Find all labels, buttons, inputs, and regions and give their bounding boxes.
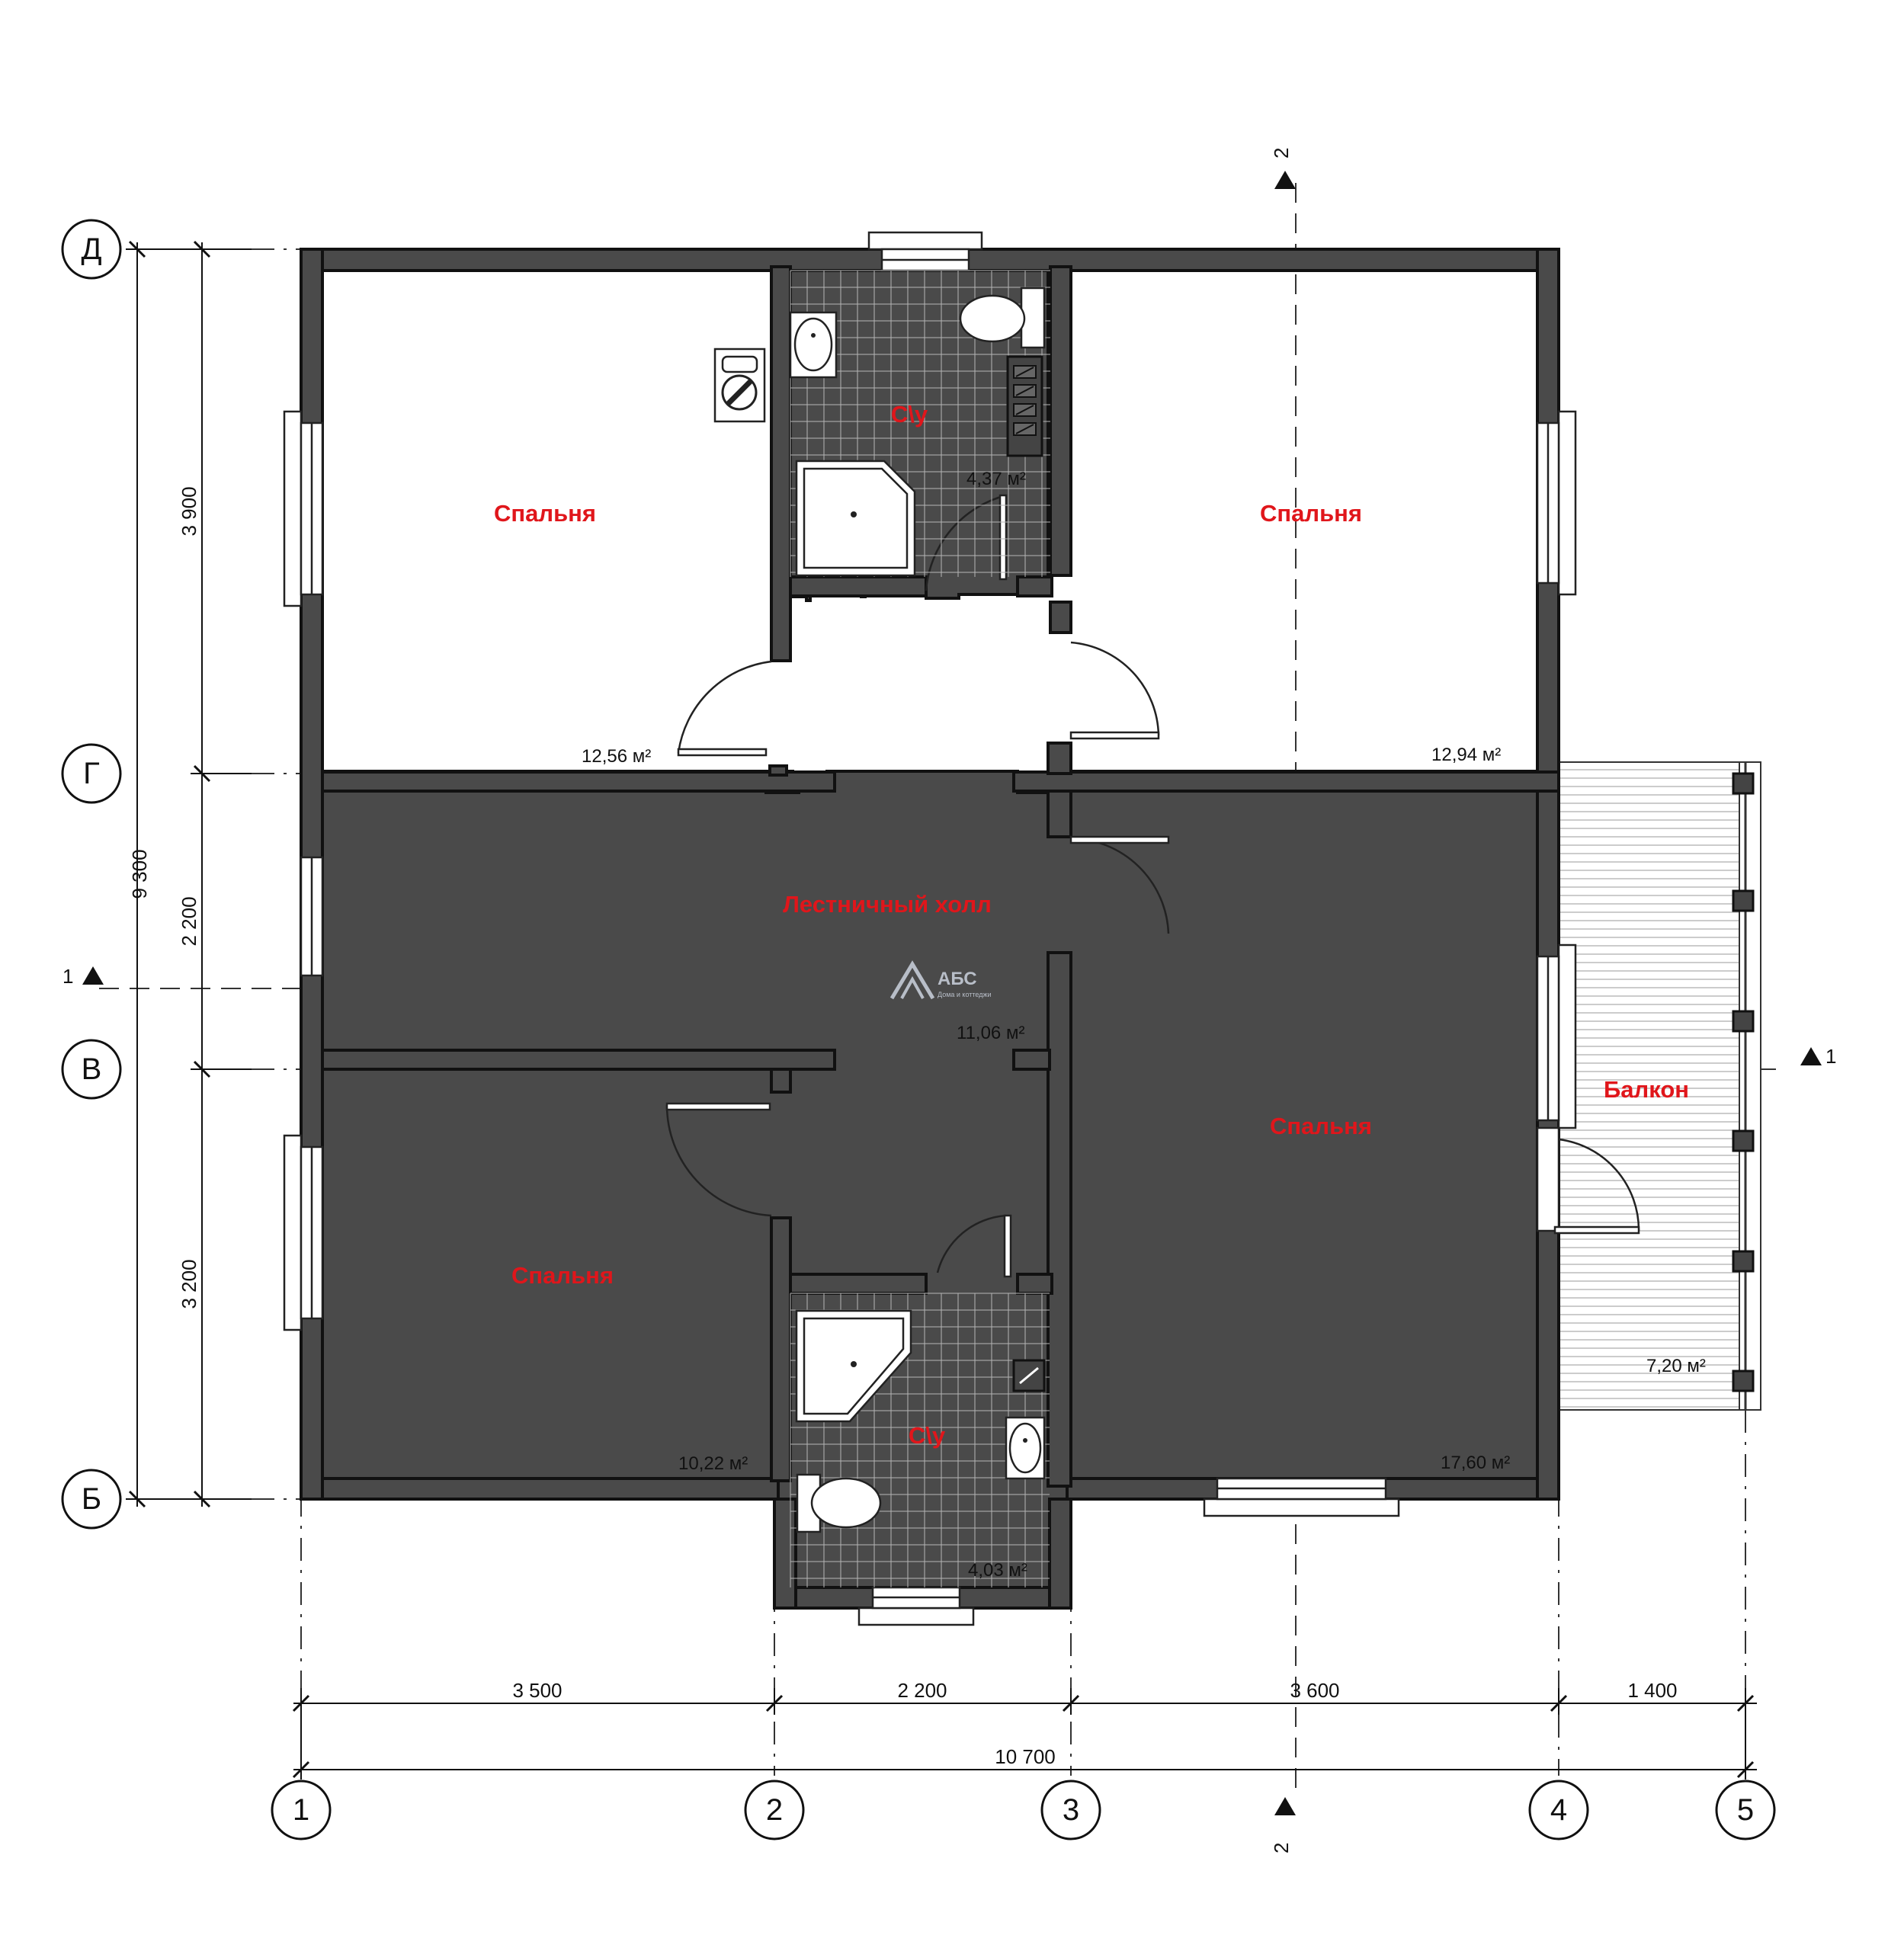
section-markers: 2 2 1 1 [63, 148, 1836, 1853]
room-labels: Спальня 12,56 м² С\у 4,37 м² Спальня 12,… [494, 401, 1706, 1581]
room-name-balcony: Балкон [1604, 1076, 1689, 1103]
windows [283, 231, 1577, 1626]
radiator-line [1015, 367, 1034, 377]
axis-col-4: 4 [1550, 1793, 1567, 1827]
axis-col-3: 3 [1063, 1793, 1079, 1827]
dimensions: 3 500 2 200 3 600 1 400 10 700 3 900 2 2… [126, 240, 1757, 1780]
fixtures [713, 287, 1046, 1533]
dim-left-1: 3 900 [178, 486, 200, 536]
axis-col-1: 1 [293, 1793, 309, 1827]
axis-row-g: Г [83, 757, 100, 790]
axis-col-2: 2 [766, 1793, 783, 1827]
walls [300, 248, 1560, 1610]
section-right-label: 1 [1825, 1045, 1836, 1068]
dim-bottom-2: 2 200 [897, 1679, 947, 1702]
room-area-bedroom-2: 12,94 м² [1431, 745, 1501, 765]
room-area-bedroom-4: 17,60 м² [1441, 1453, 1510, 1473]
dim-bottom-1: 3 500 [512, 1679, 562, 1702]
dim-bottom-3: 3 600 [1290, 1679, 1339, 1702]
room-name-bedroom-2: Спальня [1260, 500, 1362, 527]
axis-row-v: В [82, 1052, 102, 1086]
room-name-stair-hall: Лестничный холл [783, 891, 992, 918]
logo-tagline: Дома и коттеджи [938, 991, 992, 998]
balcony-post [1732, 1010, 1755, 1033]
section-top-label: 2 [1270, 148, 1293, 159]
balcony-post [1732, 1250, 1755, 1273]
room-name-bedroom-3: Спальня [511, 1262, 614, 1289]
axis-row-d: Д [81, 232, 101, 266]
radiator-line [1015, 386, 1034, 396]
room-name-bathroom-1: С\у [891, 401, 928, 428]
balcony-post [1732, 1129, 1755, 1152]
room-area-stair-hall: 11,06 м² [957, 1023, 1024, 1043]
axis-row-b: Б [82, 1482, 101, 1516]
dim-left-2: 2 200 [178, 896, 200, 946]
dim-bottom-total: 10 700 [995, 1745, 1056, 1768]
dim-left-total: 9 300 [128, 849, 151, 899]
room-area-balcony: 7,20 м² [1646, 1356, 1706, 1376]
balcony-post [1732, 772, 1755, 795]
doors [665, 494, 1640, 1278]
company-logo: АБС Дома и коттеджи [889, 960, 992, 1000]
room-name-bathroom-2: С\у [909, 1422, 946, 1449]
radiator-line [1015, 424, 1034, 434]
room-area-bathroom-1: 4,37 м² [966, 469, 1026, 489]
logo-name: АБС [938, 969, 977, 989]
radiator-line [1015, 405, 1034, 415]
dim-left-3: 3 200 [178, 1259, 200, 1309]
dim-bottom-4: 1 400 [1627, 1679, 1677, 1702]
axis-col-5: 5 [1737, 1793, 1754, 1827]
room-area-bathroom-2: 4,03 м² [968, 1560, 1027, 1581]
room-area-bedroom-1: 12,56 м² [582, 746, 651, 767]
balcony-deck [1558, 761, 1761, 1411]
section-left-label: 1 [63, 965, 73, 988]
balcony-post [1732, 1370, 1755, 1392]
room-area-bedroom-3: 10,22 м² [678, 1453, 748, 1474]
room-name-bedroom-4: Спальня [1270, 1113, 1372, 1139]
axis-markers: 1 2 3 4 5 Д Г В Б [61, 219, 1776, 1840]
balcony-post [1732, 889, 1755, 912]
room-name-bedroom-1: Спальня [494, 500, 596, 527]
section-bottom-label: 2 [1270, 1843, 1293, 1853]
